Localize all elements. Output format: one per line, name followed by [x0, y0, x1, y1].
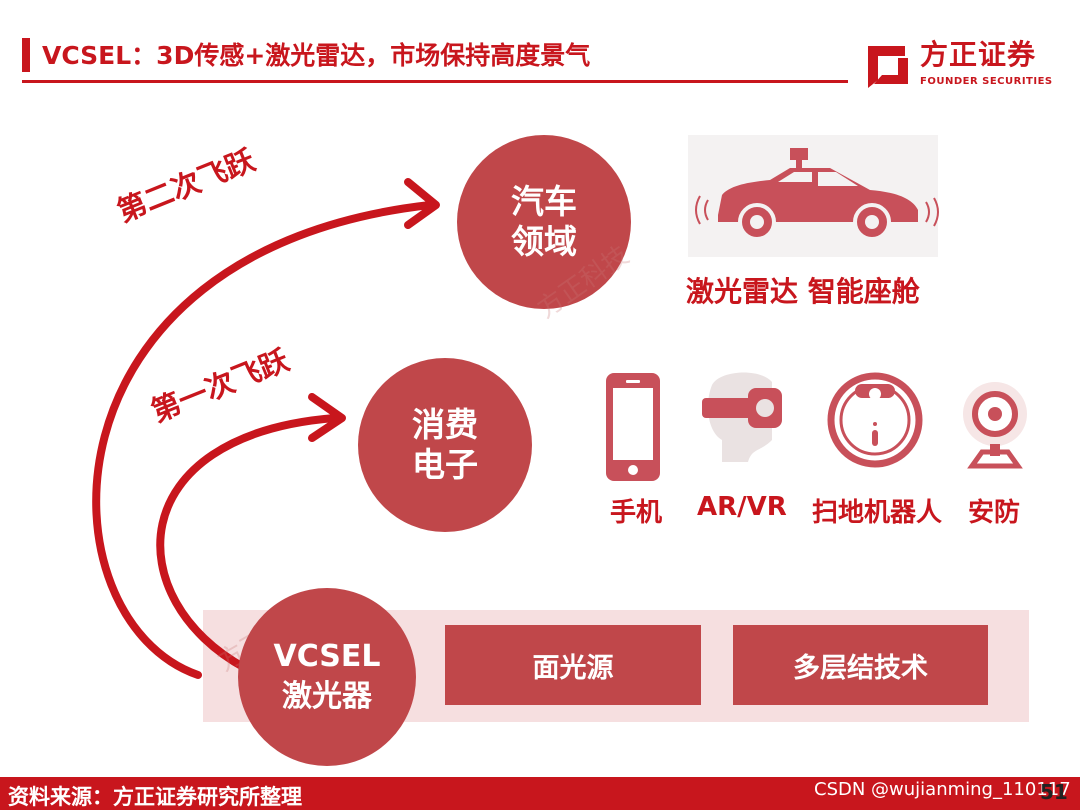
- logo-subtitle: FOUNDER SECURITIES: [920, 76, 1053, 87]
- automotive-line-1: 汽车: [511, 182, 577, 221]
- consumer-line-2: 电子: [412, 445, 478, 484]
- second-leap-arrowhead: [404, 178, 440, 229]
- second-leap-arrow: [92, 201, 434, 679]
- consumer-electronics-circle: 消费 电子: [358, 358, 532, 532]
- slide-title: VCSEL：3D传感+激光雷达，市场保持高度景气: [42, 41, 591, 70]
- robot-vacuum-icon: [827, 372, 923, 468]
- vr-headset-icon: [702, 372, 782, 462]
- first-leap-arrowhead: [308, 393, 346, 442]
- footer-bar: [0, 777, 1080, 810]
- vcsel-line-2: 激光器: [282, 679, 372, 714]
- app-label-phone: 手机: [610, 498, 663, 528]
- app-label-arvr: AR/VR: [697, 492, 787, 522]
- logo-name: 方正证券: [920, 38, 1037, 71]
- tech-box-multi-junction: 多层结技术: [733, 625, 988, 705]
- title-accent-bar: [22, 38, 30, 72]
- vcsel-line-1: VCSEL: [273, 639, 381, 674]
- smartphone-icon: [606, 373, 660, 481]
- automotive-apps-caption: 激光雷达 智能座舱: [686, 275, 920, 308]
- automotive-line-2: 领域: [511, 222, 577, 261]
- automotive-circle: 汽车 领域: [457, 135, 631, 309]
- tech-box-area-emitter: 面光源: [445, 625, 701, 705]
- security-camera-icon: [963, 382, 1027, 469]
- source-note: 资料来源：方正证券研究所整理: [8, 785, 302, 809]
- app-label-security: 安防: [968, 498, 1021, 528]
- vcsel-laser-circle: VCSEL 激光器: [238, 588, 416, 766]
- page-number: 51: [1040, 780, 1068, 804]
- csdn-credit: CSDN @wujianming_110117: [814, 779, 1071, 800]
- consumer-line-1: 消费: [412, 405, 478, 444]
- first-leap-arrow: [156, 414, 339, 672]
- app-label-robot-vacuum: 扫地机器人: [812, 498, 943, 528]
- title-underline: [22, 80, 848, 83]
